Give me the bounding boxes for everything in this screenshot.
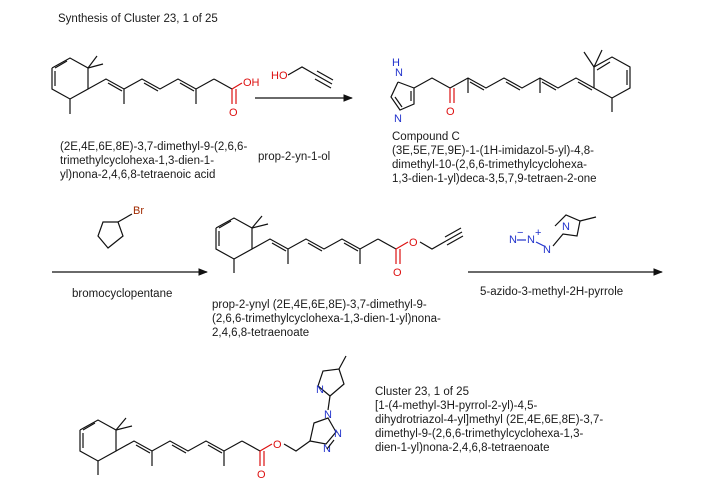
structure-propargyl-alcohol: HO (271, 66, 334, 89)
atom-o-final-carbonyl: O (257, 469, 266, 481)
atom-n-azide-2: N (527, 234, 535, 246)
atom-o-ester-carbonyl: O (393, 267, 402, 279)
structure-bromocyclopentane: Br (97, 205, 144, 249)
structure-propargyl-ester: O O (215, 215, 464, 279)
atom-br: Br (133, 205, 144, 217)
atom-n-final-pyrrole: N (316, 384, 324, 396)
atom-h: H (392, 57, 400, 69)
atom-n-triazole-2: N (334, 428, 342, 440)
structure-compound-c: N H N O (390, 49, 631, 125)
atom-n-pyrrole: N (562, 221, 570, 233)
atom-plus: + (535, 227, 541, 239)
atom-n-imidazole: N (394, 113, 402, 125)
atom-o-ester: O (409, 237, 418, 249)
atom-nh: N (395, 67, 403, 79)
atom-n-azide-3: N (543, 244, 551, 256)
reagent-name-propargyl-alcohol: prop-2-yn-1-ol (258, 151, 331, 163)
final-label: Cluster 23, 1 of 25 (375, 386, 469, 398)
final-name: [1-(4-methyl-3H-pyrrol-2-yl)-4,5- dihydr… (375, 400, 604, 454)
atom-minus: − (517, 227, 523, 239)
structure-final-product: O O N N N N (79, 355, 347, 481)
atom-n-azide-1: N (509, 234, 517, 246)
structure-retinoic-acid: O OH (51, 55, 260, 119)
atom-o-final-ester: O (273, 439, 282, 451)
atom-o-carbonyl: O (229, 107, 238, 119)
page-title: Synthesis of Cluster 23, 1 of 25 (58, 13, 218, 25)
atom-oh: OH (243, 77, 260, 89)
reagent-name-bromocyclopentane: bromocyclopentane (72, 288, 173, 300)
reactant-name: (2E,4E,6E,8E)-3,7-dimethyl-9-(2,6,6- tri… (60, 141, 248, 181)
compound-c-label: Compound C (392, 131, 460, 143)
atom-n-triazole-1: N (324, 409, 332, 421)
atom-o-ketone: O (446, 106, 455, 118)
propargyl-ester-name: prop-2-ynyl (2E,4E,6E,8E)-3,7-dimethyl-9… (212, 299, 441, 339)
compound-c-name: (3E,5E,7E,9E)-1-(1H-imidazol-5-yl)-4,8- … (392, 145, 597, 185)
structure-azido-pyrrole: N − N + N N (509, 214, 597, 256)
atom-ho: HO (271, 70, 288, 82)
reagent-name-azido-pyrrole: 5-azido-3-methyl-2H-pyrrole (480, 286, 624, 298)
